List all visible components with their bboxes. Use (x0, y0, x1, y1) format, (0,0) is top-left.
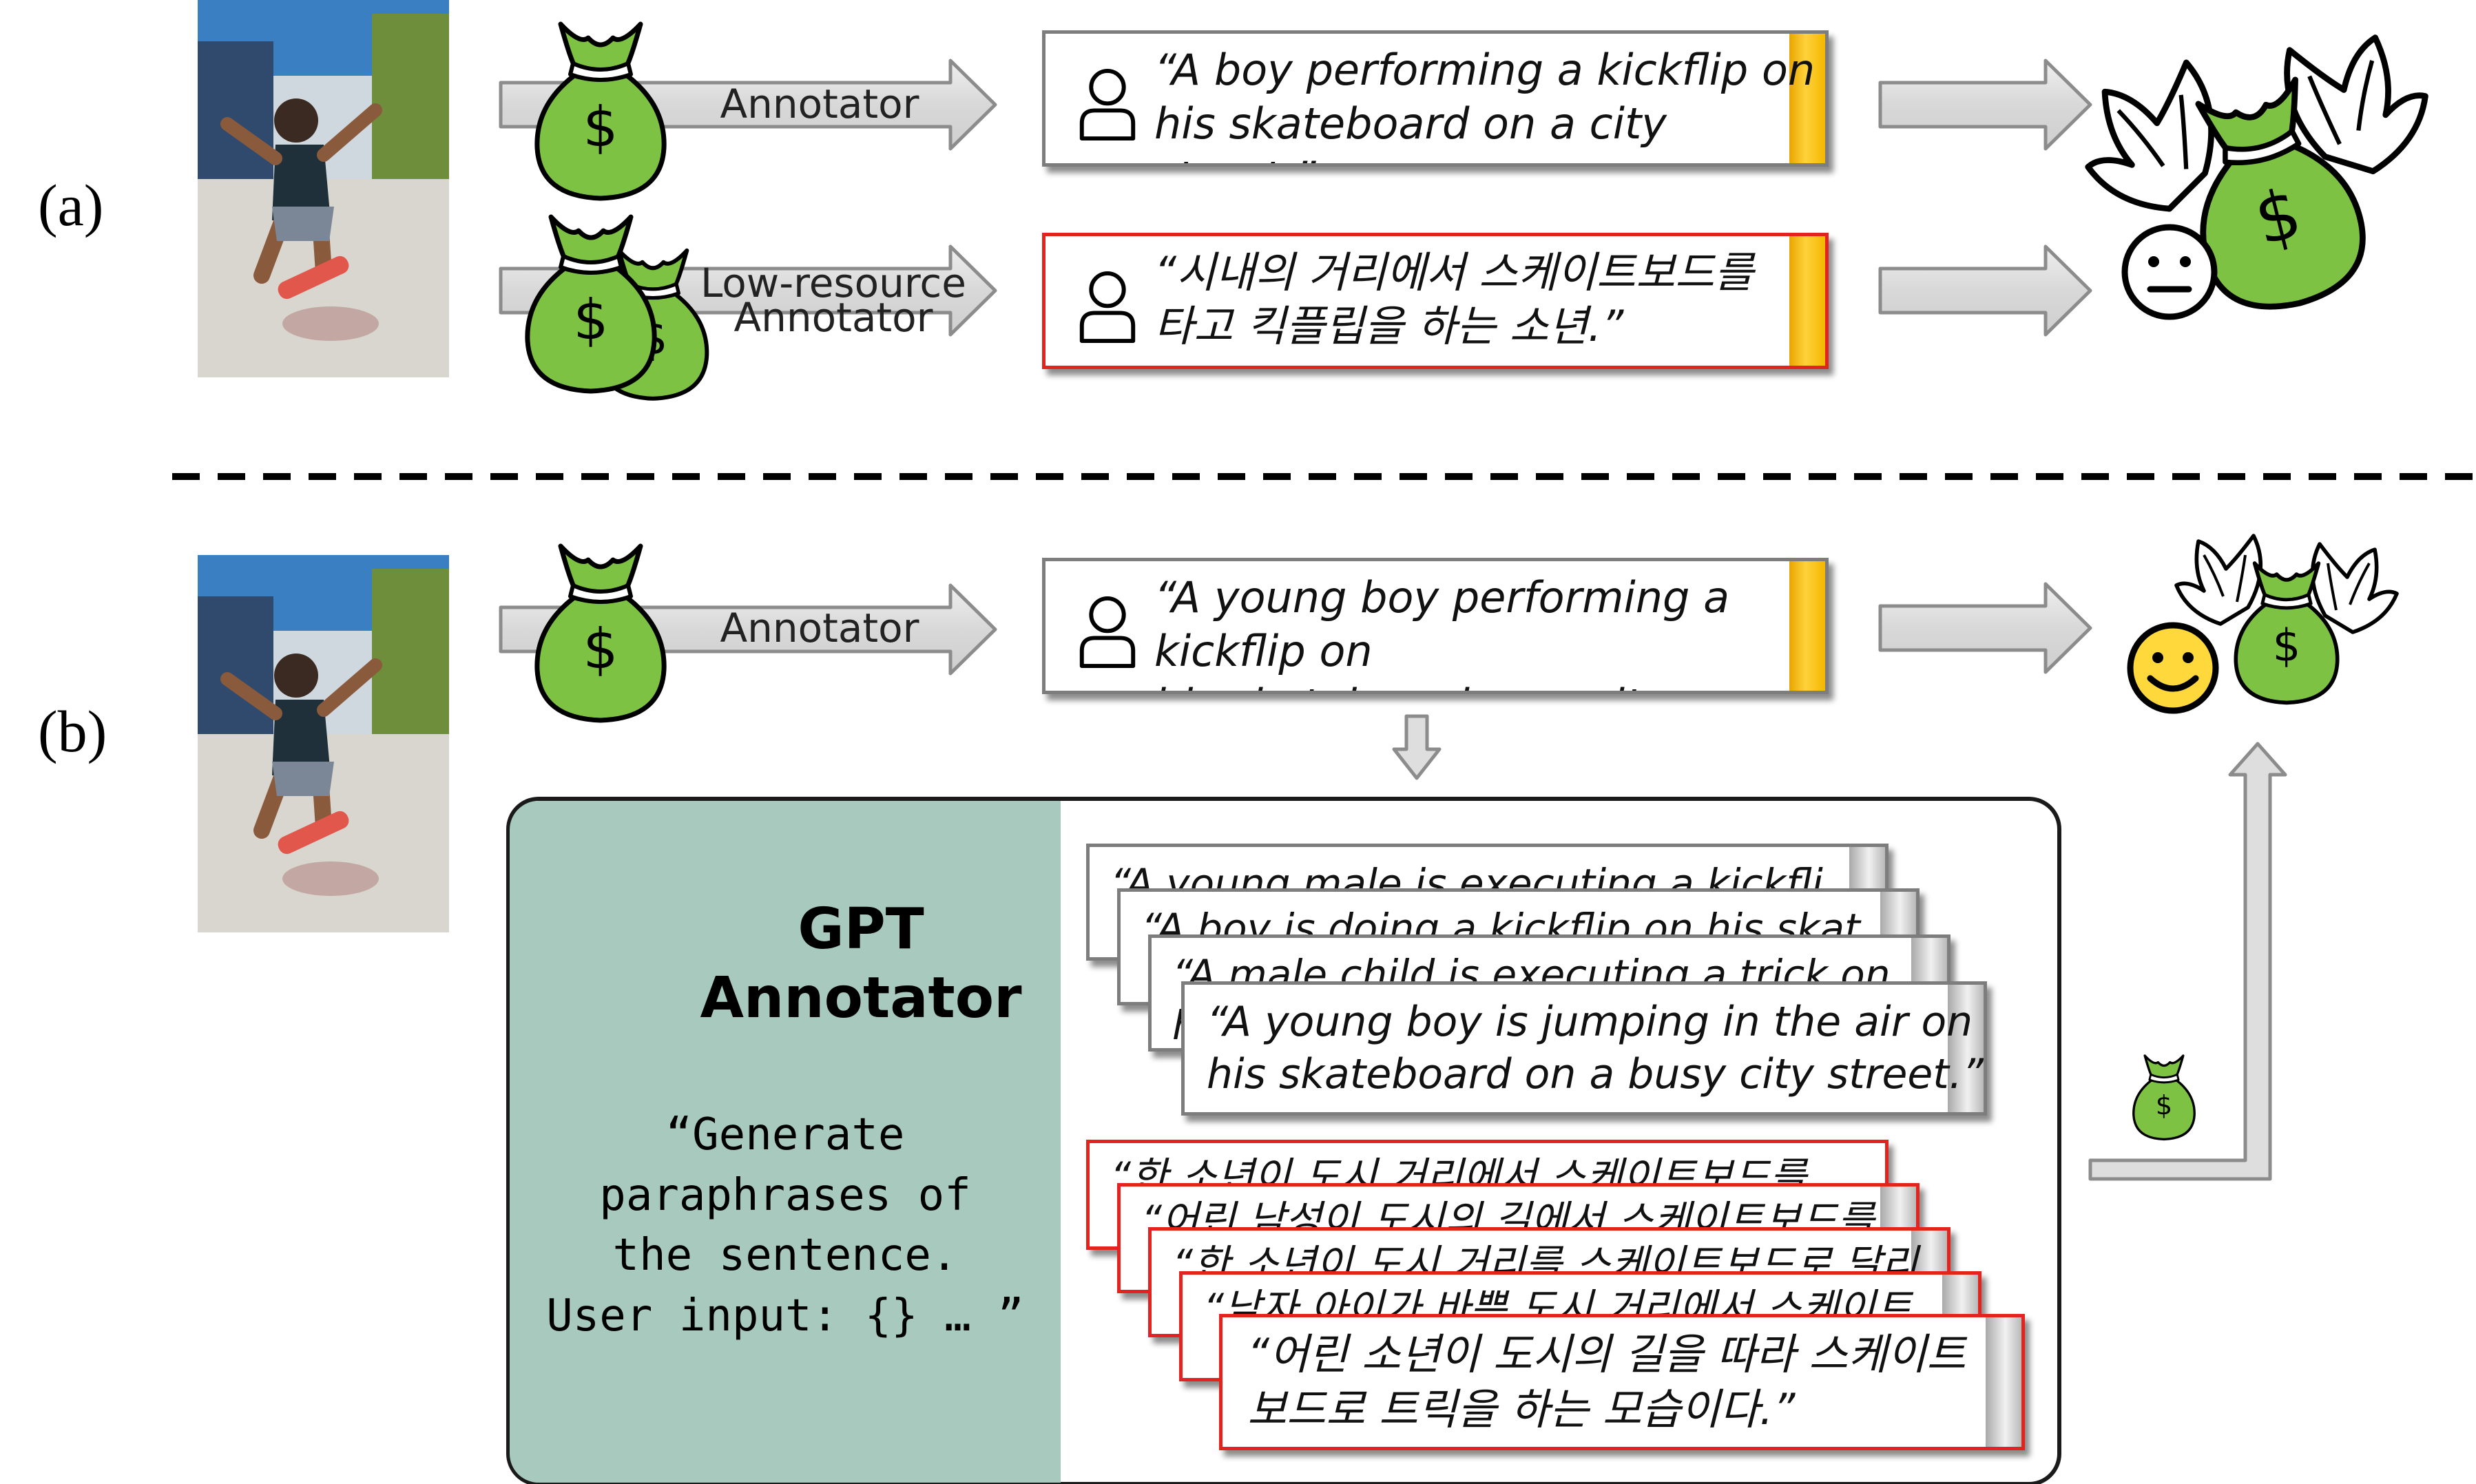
card-sidebar (1948, 985, 1984, 1112)
korean-paraphrase-text: “어린 소년이 도시의 길을 따라 스케이트 보드로 트릭을 하는 모습이다.” (1247, 1329, 1966, 1434)
money-bag-icon (537, 24, 664, 198)
card-sidebar (1986, 1317, 2021, 1447)
korean-paraphrase-card: “어린 소년이 도시의 길을 따라 스케이트 보드로 트릭을 하는 모습이다.” (1219, 1314, 2025, 1450)
gpt-title-line1: GPT (798, 897, 924, 962)
caption-korean-a: “시내의 거리에서 스케이트보드를 타고 킥플립을 하는 소년.” (1042, 233, 1829, 369)
paraphrase-card: “A young boy is jumping in the air on hi… (1181, 981, 1987, 1116)
caption-english-a: “A boy performing a kickflip on his skat… (1042, 30, 1829, 167)
panel-label-b: (b) (38, 698, 107, 764)
down-arrow (1392, 714, 1442, 780)
caption-sidebar (1789, 561, 1825, 691)
output-arrow-a2 (1878, 244, 2092, 337)
gpt-annotator-panel (510, 801, 1061, 1483)
neutral-face-icon (2121, 224, 2218, 320)
output-arrow-a1 (1878, 59, 2092, 151)
caption-english-b: “A young boy performing a kickflip on hi… (1042, 558, 1829, 694)
caption-text: “A young boy performing a kickflip on hi… (1154, 572, 1730, 691)
paraphrase-text: “A young boy is jumping in the air on hi… (1207, 998, 1984, 1098)
caption-text: “시내의 거리에서 스케이트보드를 타고 킥플립을 하는 소년.” (1154, 247, 1754, 351)
double-money-bag-icon (528, 217, 707, 399)
skateboard-photo-a (198, 0, 449, 377)
gpt-title-line2: Annotator (700, 965, 1022, 1031)
annotator-label-b: Annotator (720, 605, 919, 651)
annotator-label-a1: Annotator (720, 81, 919, 127)
low-resource-label-line2: Annotator (734, 294, 933, 341)
caption-sidebar (1789, 236, 1825, 366)
output-arrow-b (1878, 582, 2092, 674)
small-money-bag-icon (2132, 1054, 2196, 1141)
skateboard-photo-b (198, 555, 449, 932)
user-icon (1073, 269, 1142, 345)
user-icon (1073, 67, 1142, 143)
panel-label-a: (a) (38, 172, 104, 238)
caption-sidebar (1789, 34, 1825, 163)
user-icon (1073, 594, 1142, 670)
gpt-prompt: “Generate paraphrases of the sentence. U… (546, 1109, 1024, 1342)
smiley-face-icon (2127, 622, 2219, 714)
return-arrow (2088, 742, 2287, 1181)
money-bag-icon (537, 546, 664, 720)
low-resource-label-line1: Low-resource (700, 260, 966, 306)
caption-text: “A boy performing a kickflip on his skat… (1154, 45, 1816, 163)
